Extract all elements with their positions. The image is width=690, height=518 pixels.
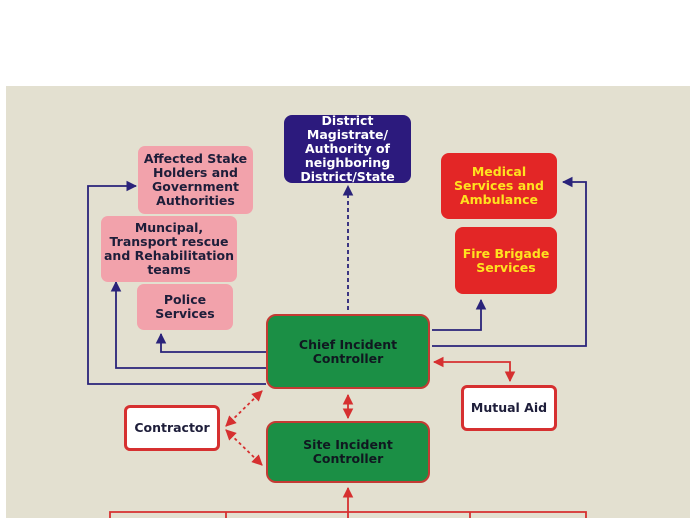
link-chief-to-affected <box>87 180 266 385</box>
link-chief-to-fire <box>432 298 487 331</box>
police-services-box: Police Services <box>137 284 233 330</box>
link-chief-to-medical <box>432 176 587 347</box>
link-contractor-site <box>225 429 263 466</box>
municipal-rescue-box: Muncipal, Transport rescue and Rehabilit… <box>101 216 237 282</box>
chief-incident-controller-box: Chief Incident Controller <box>266 314 430 389</box>
downstream-bus-line <box>109 511 587 518</box>
link-chief-mutual-aid <box>432 356 516 383</box>
contractor-box: Contractor <box>124 405 220 451</box>
link-contractor-chief <box>225 390 263 427</box>
site-incident-controller-box: Site Incident Controller <box>266 421 430 483</box>
fire-brigade-box: Fire Brigade Services <box>455 227 557 294</box>
mutual-aid-box: Mutual Aid <box>461 385 557 431</box>
medical-services-box: Medical Services and Ambulance <box>441 153 557 219</box>
link-chief-to-municipal <box>110 280 266 369</box>
link-chief-to-police <box>155 332 266 353</box>
district-magistrate-box: District Magistrate/ Authority of neighb… <box>284 114 411 184</box>
affected-stakeholders-box: Affected Stake Holders and Government Au… <box>138 146 253 214</box>
